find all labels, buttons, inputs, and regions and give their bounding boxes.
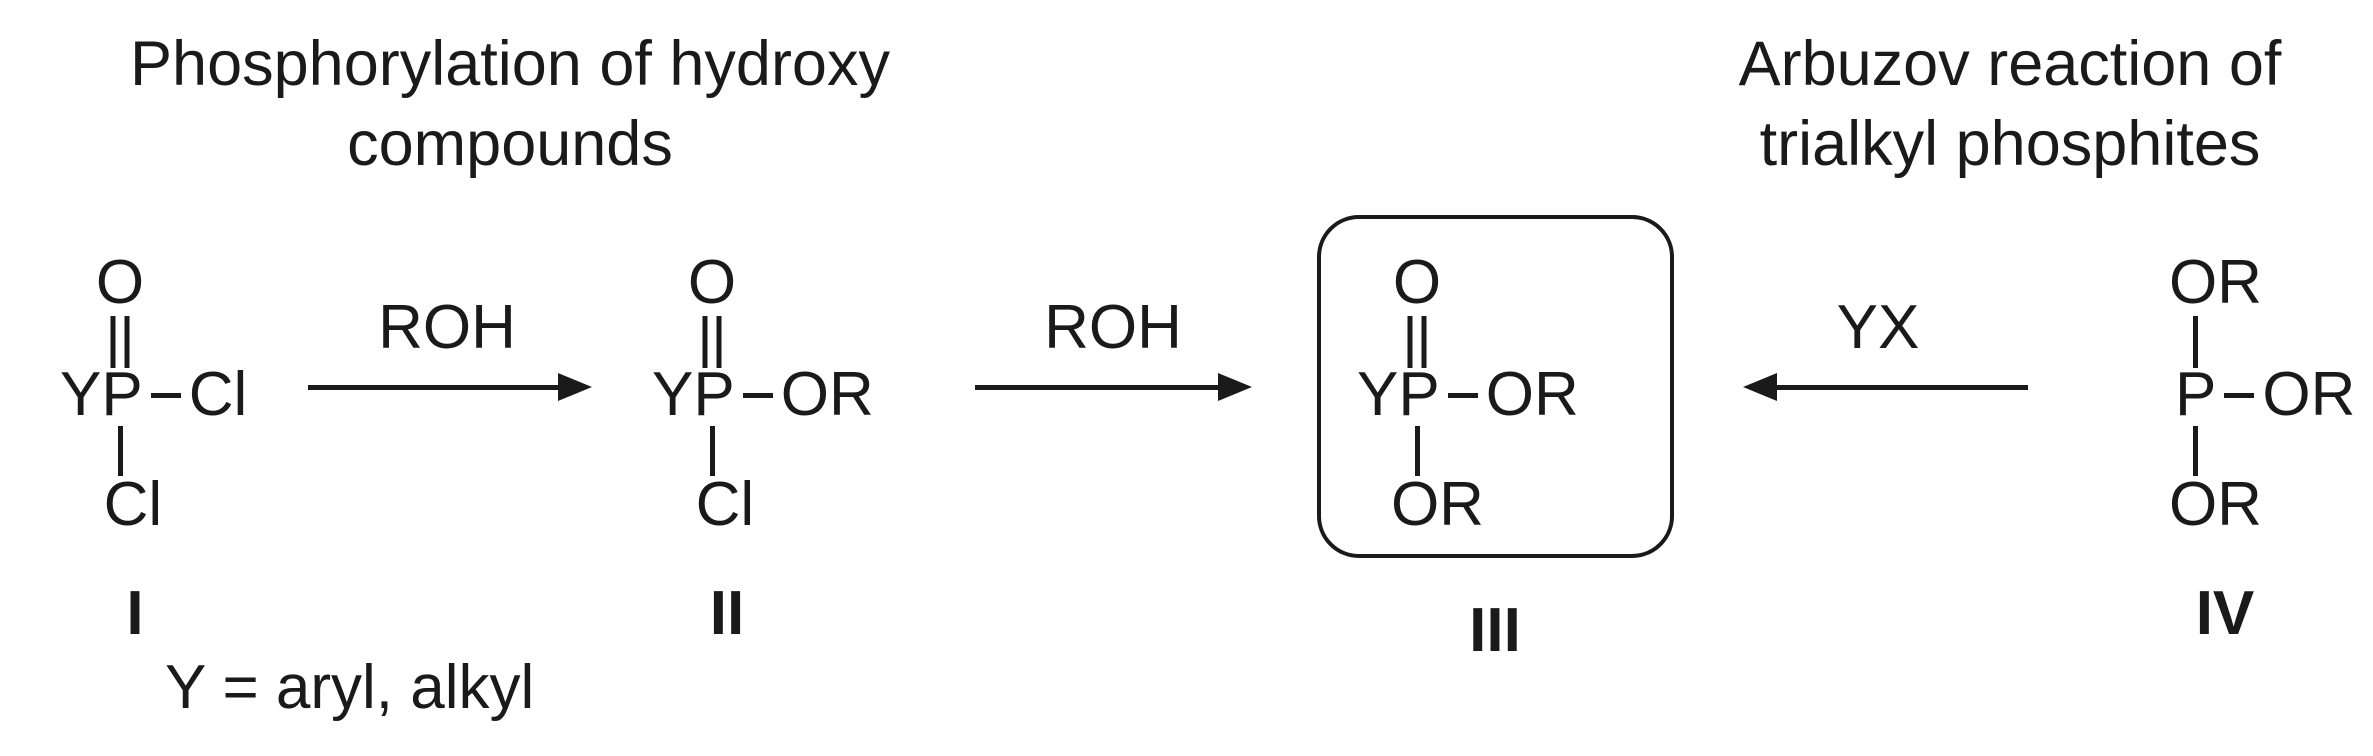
atom-or-group-right: OR: [1485, 360, 1579, 429]
atom-chlorine-bottom: Cl: [103, 470, 163, 539]
product-highlight-box: [1317, 215, 1674, 558]
atom-or-group-right: OR: [780, 360, 874, 429]
structure-IV: OR P OR OR IV: [2115, 250, 2373, 670]
atom-phosphorus: P: [101, 360, 143, 429]
main-row: P OR: [2175, 362, 2355, 428]
right-title: Arbuzov reaction of trialkyl phosphites: [1680, 24, 2340, 184]
single-bond: [118, 426, 123, 476]
atom-y-group: Y: [652, 360, 694, 429]
atom-chlorine-bottom: Cl: [695, 470, 755, 539]
structure-label-I: I: [126, 579, 144, 648]
structure-III: O Y P OR OR III: [1337, 250, 1617, 670]
reagent-label-yx: YX: [1836, 293, 1920, 362]
single-bond: [2193, 426, 2198, 476]
arrow-shaft: [308, 385, 562, 390]
atom-or-group-bottom: OR: [1390, 470, 1484, 539]
double-bond: [702, 316, 722, 368]
reagent-label-roh-2: ROH: [1044, 293, 1182, 362]
arrowhead-right-icon: [558, 373, 592, 401]
double-bond: [1407, 316, 1427, 368]
reagent-label-roh-1: ROH: [378, 293, 516, 362]
left-title: Phosphorylation of hydroxy compounds: [60, 24, 960, 184]
structure-label-III: III: [1469, 596, 1521, 665]
left-title-line1: Phosphorylation of hydroxy: [130, 29, 890, 99]
arrow-shaft: [975, 385, 1222, 390]
single-bond: [742, 392, 773, 398]
atom-y-group: Y: [1357, 360, 1399, 429]
arrowhead-right-icon: [1218, 373, 1252, 401]
reaction-arrow-3: [1743, 373, 2028, 402]
arrowhead-left-icon: [1743, 373, 1777, 401]
structure-label-IV: IV: [2195, 579, 2255, 648]
reaction-arrow-2: [975, 373, 1252, 402]
atom-phosphorus: P: [2175, 360, 2217, 429]
arrow-shaft: [1773, 385, 2028, 390]
reaction-arrow-1: [308, 373, 592, 402]
structure-I: O Y P Cl Cl I: [40, 250, 320, 670]
single-bond: [2193, 316, 2198, 368]
right-title-line2: trialkyl phosphites: [1759, 109, 2261, 179]
right-title-line1: Arbuzov reaction of: [1738, 29, 2282, 99]
main-row: Y P Cl: [60, 362, 247, 428]
left-title-line2: compounds: [347, 109, 673, 179]
double-bond: [110, 316, 130, 368]
atom-phosphorus: P: [693, 360, 735, 429]
footnote-y-definition: Y = aryl, alkyl: [165, 653, 535, 722]
atom-phosphorus: P: [1398, 360, 1440, 429]
main-row: Y P OR: [1357, 362, 1579, 428]
single-bond: [150, 392, 181, 398]
single-bond: [710, 426, 715, 476]
atom-y-group: Y: [60, 360, 102, 429]
single-bond: [2224, 392, 2255, 398]
single-bond: [1447, 392, 1478, 398]
structure-label-II: II: [709, 579, 745, 648]
structure-II: O Y P OR Cl II: [632, 250, 912, 670]
atom-oxygen: O: [1392, 248, 1442, 317]
atom-oxygen: O: [687, 248, 737, 317]
atom-oxygen: O: [95, 248, 145, 317]
main-row: Y P OR: [652, 362, 874, 428]
atom-chlorine-right: Cl: [188, 360, 248, 429]
single-bond: [1415, 426, 1420, 476]
atom-or-group-top: OR: [2168, 248, 2262, 317]
atom-or-group-bottom: OR: [2168, 470, 2262, 539]
atom-or-group-right: OR: [2262, 360, 2356, 429]
